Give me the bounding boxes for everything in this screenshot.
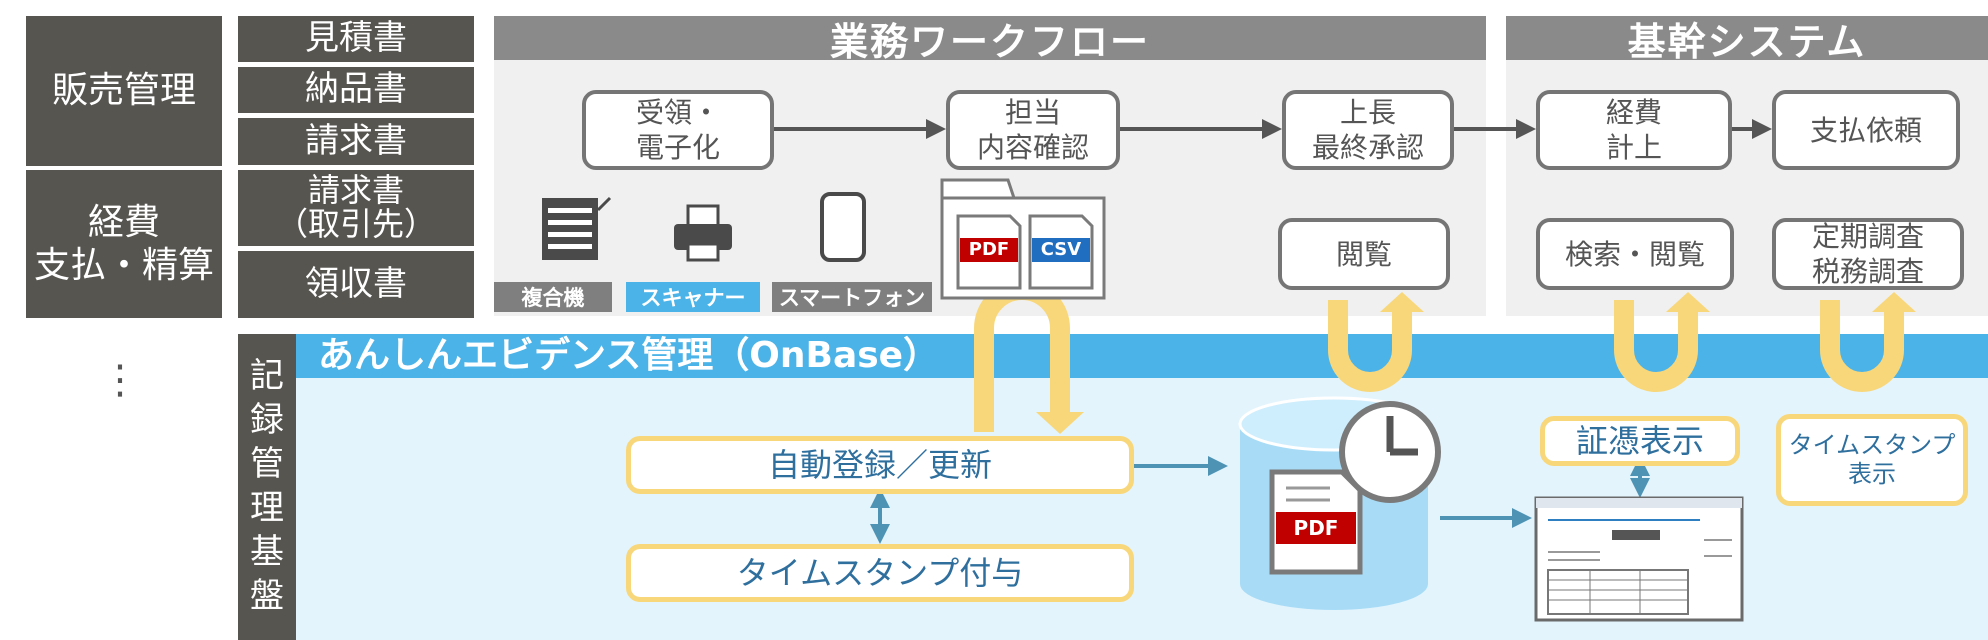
timestamp-display-box: タイムスタンプ 表示 [1776,414,1968,506]
step-expense: 経費 計上 [1536,90,1732,170]
category-expense: 経費 支払・精算 [26,170,222,318]
device-label-smartphone: スマートフォン [772,282,932,312]
view-u-arrow [1328,300,1412,392]
storage-pdf-label: PDF [1293,516,1339,540]
upload-u-arrow-head [1036,412,1084,434]
scanner-icon [674,204,732,262]
clock-icon [1339,401,1441,503]
pdf-badge-label: PDF [968,239,1010,260]
view-u-arrow-head [1380,292,1424,312]
step-audit: 定期調査 税務調査 [1772,218,1964,290]
timestamp-add-box: タイムスタンプ付与 [626,544,1134,602]
auto-register-box: 自動登録／更新 [626,436,1134,494]
step-approve: 上長 最終承認 [1282,90,1454,170]
step-search: 検索・閲覧 [1536,218,1734,290]
doc-invoice-supplier: 請求書 （取引先） [238,170,474,246]
core-system-title: 基幹システム [1506,16,1988,64]
step-view: 閲覧 [1278,218,1450,290]
step-receive: 受領・ 電子化 [582,90,774,170]
file-group-icon [940,178,1106,300]
smartphone-icon [820,192,866,262]
audit-u-arrow-head [1872,292,1916,312]
stored-document-icon [1269,469,1363,575]
doc-delivery: 納品書 [238,67,474,113]
records-label-box [238,334,296,640]
more-indicator: ⋮ [100,357,140,403]
csv-badge-label: CSV [1040,239,1082,260]
search-u-arrow [1614,300,1698,392]
doc-invoice: 請求書 [238,118,474,165]
doc-receipt: 領収書 [238,251,474,318]
step-check: 担当 内容確認 [946,90,1120,170]
device-label-scanner: スキャナー [626,282,760,312]
mfp-icon [542,196,612,260]
doc-estimate: 見積書 [238,16,474,62]
evidence-display-box: 証憑表示 [1540,416,1740,466]
audit-u-arrow [1820,300,1904,392]
upload-u-arrow [974,280,1070,432]
records-banner [296,334,1988,378]
step-payment: 支払依頼 [1772,90,1960,170]
records-vertical-label: 記録管理基盤 [250,356,284,616]
search-u-arrow-head [1666,292,1710,312]
device-label-mfp: 複合機 [494,282,612,312]
workflow-title: 業務ワークフロー [494,16,1486,64]
evidence-document-thumbnail [1534,496,1744,622]
records-banner-title: あんしんエビデンス管理（OnBase） [318,335,940,376]
category-sales: 販売管理 [26,16,222,166]
